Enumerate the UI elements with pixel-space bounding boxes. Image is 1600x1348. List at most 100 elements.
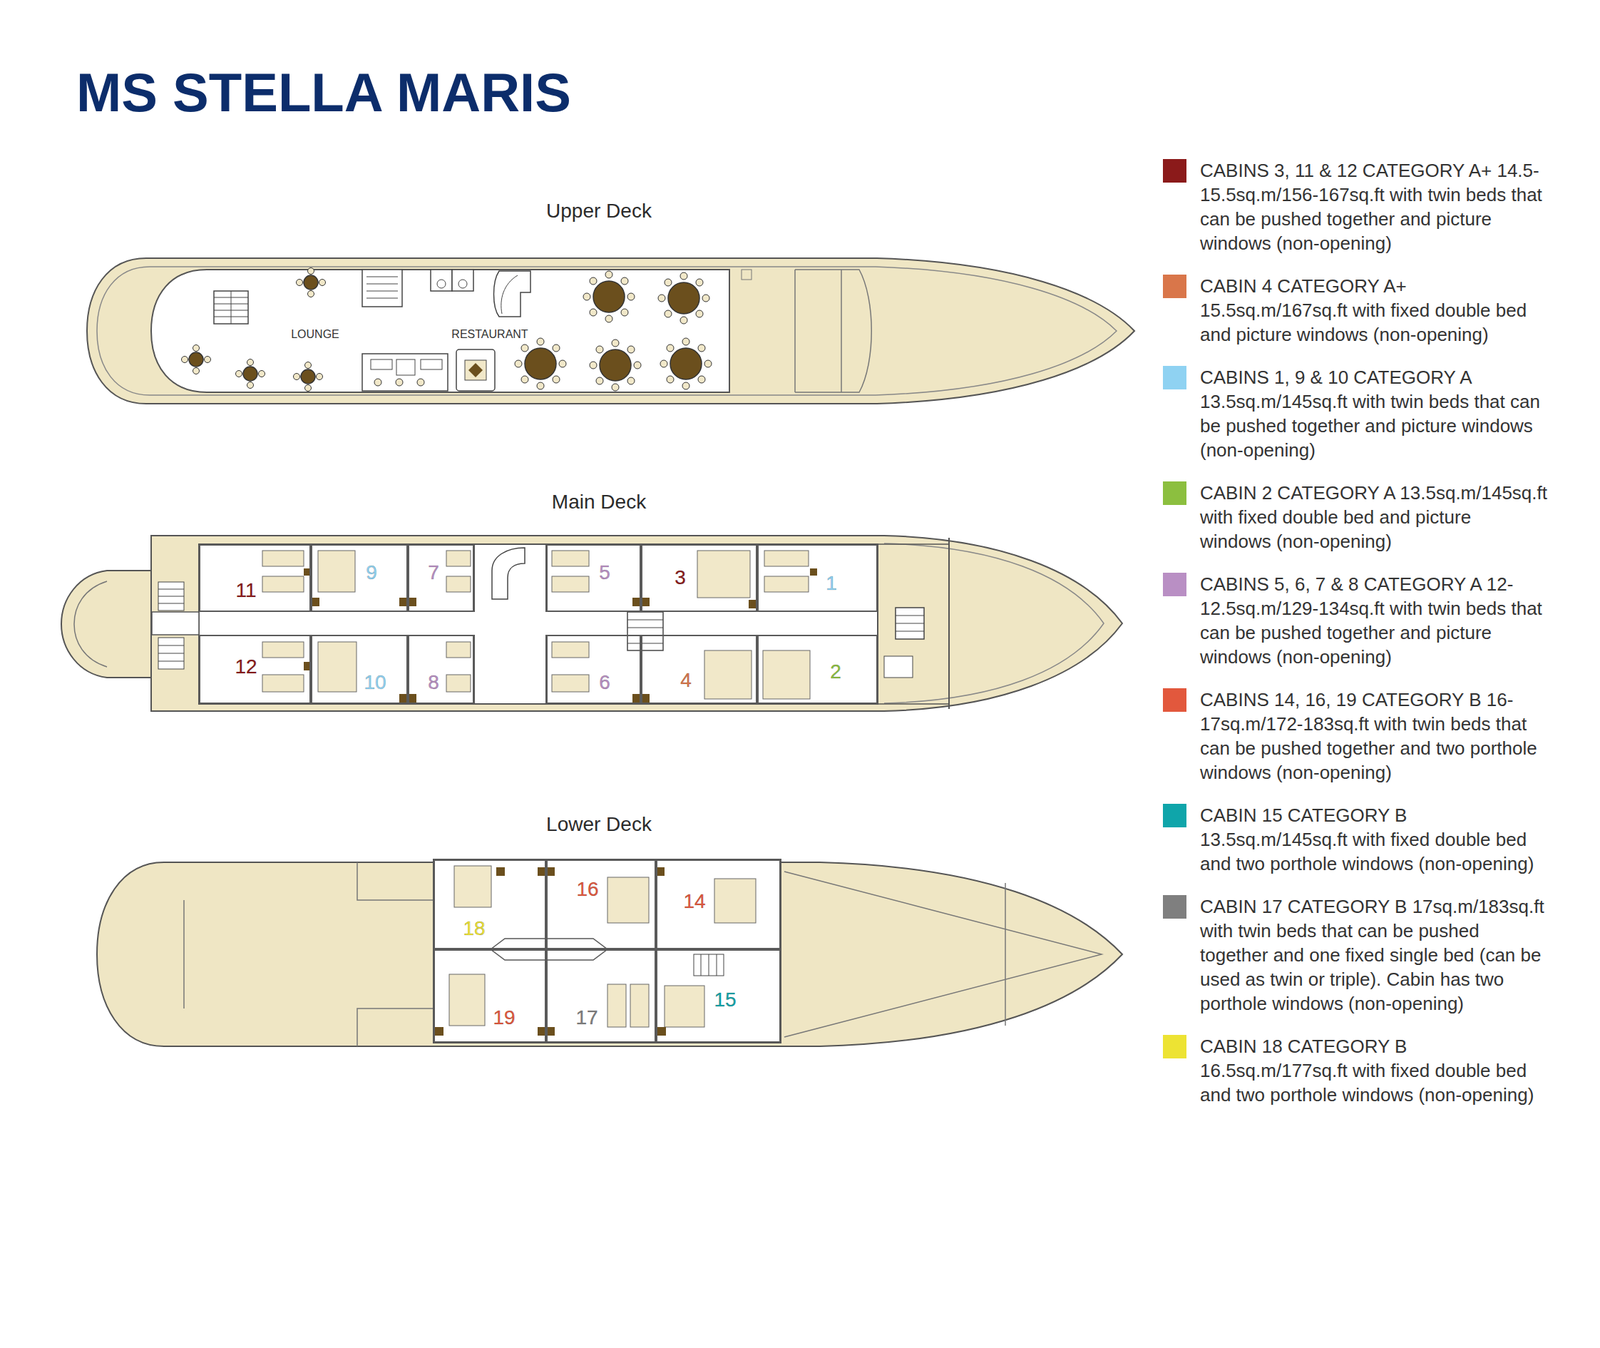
main-deck-hull <box>74 581 107 667</box>
cabin-number: 12 <box>232 656 259 677</box>
cabin-number: 10 <box>361 672 388 693</box>
lower-deck-hull <box>433 859 781 1043</box>
upper-deck-hull <box>795 269 872 393</box>
cabin-box: 7 <box>407 544 475 612</box>
lower-deck-hull <box>1004 882 1007 1026</box>
main-deck-hull <box>61 535 1123 711</box>
main-deck-hull <box>61 570 152 678</box>
lower-deck-hull <box>784 871 1102 1037</box>
lower-deck-fittings <box>700 954 702 976</box>
main-deck-fittings <box>318 641 357 692</box>
lower-deck-fittings <box>449 973 485 1026</box>
upper-deck-fittings <box>494 270 532 317</box>
lower-deck-fittings <box>434 865 756 1036</box>
main-deck-hull <box>877 703 950 705</box>
main-deck-fittings <box>551 576 589 592</box>
lower-deck-hull <box>357 862 434 900</box>
cabin-number: 9 <box>363 562 380 583</box>
upper-deck-fittings <box>362 269 403 307</box>
main-deck-fittings <box>627 627 664 629</box>
main-deck-fittings <box>627 643 664 644</box>
upper-deck-fittings <box>420 359 443 370</box>
lower-deck-hull <box>183 899 185 1009</box>
legend-text: CABIN 15 CATEGORY B 13.5sq.m/145sq.ft wi… <box>1200 802 1548 876</box>
legend-entry: CABINS 5, 6, 7 & 8 CATEGORY A 12-12.5sq.… <box>1162 571 1577 669</box>
main-deck-fittings <box>697 550 751 598</box>
upper-deck-hull <box>840 269 843 393</box>
legend-swatch <box>1162 894 1187 919</box>
upper-deck-fittings <box>464 360 487 381</box>
room-label: LOUNGE <box>289 328 341 341</box>
main-deck-hull <box>198 544 878 704</box>
lower-deck-fittings <box>716 954 718 976</box>
cabin-box: 3 <box>640 544 758 612</box>
upper-deck-fittings <box>366 276 398 278</box>
upper-deck-fittings <box>396 359 415 376</box>
legend-entry: CABINS 1, 9 & 10 CATEGORY A 13.5sq.m/145… <box>1162 365 1577 463</box>
legend-text: CABIN 17 CATEGORY B 17sq.m/183sq.ft with… <box>1200 894 1548 1016</box>
main-deck-fittings <box>895 615 925 617</box>
legend-entry: CABIN 2 CATEGORY A 13.5sq.m/145sq.ft wit… <box>1162 480 1577 554</box>
upper-deck-fittings <box>366 298 398 299</box>
main-deck-hull <box>150 535 152 711</box>
lower-deck-fittings <box>607 983 627 1027</box>
deck-heading: Main Deck <box>551 491 646 512</box>
legend-text: CABINS 1, 9 & 10 CATEGORY A 13.5sq.m/145… <box>1200 365 1548 463</box>
cabin-number: 15 <box>711 989 738 1010</box>
legend-entry: CABINS 3, 11 & 12 CATEGORY A+ 14.5-15.5s… <box>1162 158 1577 256</box>
cabin-box: 14 <box>655 859 781 950</box>
upper-deck-fittings <box>370 359 393 370</box>
title: MS STELLA MARIS <box>76 65 572 120</box>
lower-deck-fittings <box>693 954 724 976</box>
main-deck-fittings <box>809 568 818 576</box>
upper-deck-tables <box>296 268 326 298</box>
main-deck-fittings <box>764 576 809 592</box>
main-deck-fittings <box>551 550 589 567</box>
legend-swatch <box>1162 688 1187 712</box>
upper-deck-fittings <box>501 275 518 314</box>
upper-deck-hull <box>151 269 730 393</box>
cabin-box: 18 <box>433 859 547 950</box>
legend-text: CABIN 18 CATEGORY B 16.5sq.m/177sq.ft wi… <box>1200 1033 1548 1107</box>
cabin-number: 14 <box>680 891 708 912</box>
cabin-box: 17 <box>546 949 656 1043</box>
main-deck-fittings <box>764 550 809 567</box>
upper-deck-tables <box>181 268 713 392</box>
cabin-number: 18 <box>460 918 487 939</box>
cabin-box: 4 <box>640 634 758 704</box>
cabin-box: 16 <box>546 859 656 950</box>
cabin-box: 10 <box>310 634 408 704</box>
upper-deck-fittings <box>374 378 382 386</box>
main-deck-fittings <box>158 588 184 590</box>
lower-deck-fittings <box>630 983 649 1027</box>
upper-deck-fittings <box>366 283 398 285</box>
legend-entry: CABIN 18 CATEGORY B 16.5sq.m/177sq.ft wi… <box>1162 1033 1577 1107</box>
cabin-box: 5 <box>546 544 641 612</box>
cabin-number: 2 <box>827 661 844 682</box>
main-deck-fittings <box>318 550 356 592</box>
main-deck-fittings <box>551 641 589 658</box>
upper-deck-tables <box>660 337 712 390</box>
upper-deck-fittings <box>366 290 398 292</box>
main-deck-fittings <box>158 581 184 611</box>
main-deck-fittings <box>158 637 184 669</box>
upper-deck-fittings <box>458 279 468 289</box>
cabin-box: 19 <box>433 949 547 1043</box>
cabin-number: 4 <box>678 670 694 691</box>
upper-deck-fittings <box>362 353 448 391</box>
upper-deck-tables <box>583 270 635 323</box>
upper-deck-fittings <box>231 290 232 324</box>
legend-entry: CABIN 4 CATEGORY A+ 15.5sq.m/167sq.ft wi… <box>1162 273 1577 347</box>
upper-deck-fittings <box>213 290 249 324</box>
legend-swatch <box>1162 365 1187 390</box>
upper-deck-fittings <box>437 279 446 289</box>
upper-deck-fittings <box>417 378 425 386</box>
main-deck-fittings <box>158 653 184 654</box>
legend-entry: CABIN 15 CATEGORY B 13.5sq.m/145sq.ft wi… <box>1162 802 1577 876</box>
deck-heading: Upper Deck <box>546 201 652 222</box>
main-deck-fittings <box>158 660 184 662</box>
lower-deck-fittings <box>714 878 756 923</box>
cabin-number: 5 <box>596 562 613 583</box>
upper-deck-hull <box>96 266 1117 396</box>
